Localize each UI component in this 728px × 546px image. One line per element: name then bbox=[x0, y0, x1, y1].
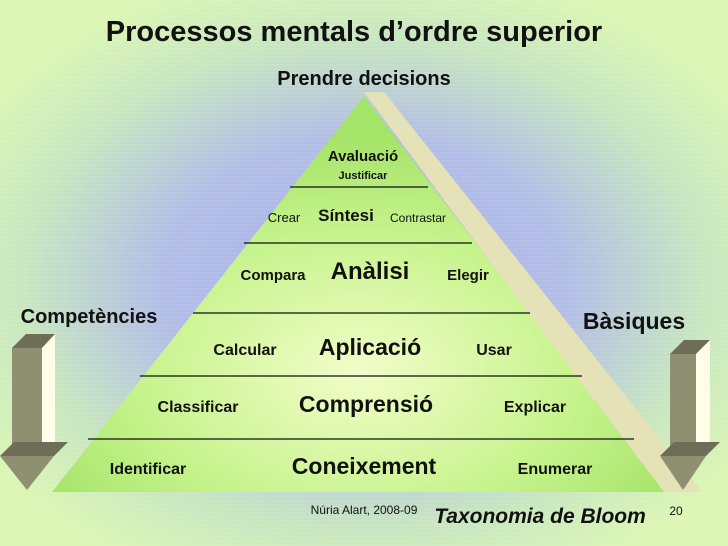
level-right-sintesi: Contrastar bbox=[389, 211, 447, 225]
level-right-comprensio: Explicar bbox=[503, 399, 567, 416]
footer-author: Núria Alart, 2008-09 bbox=[310, 503, 418, 517]
level-right-analisi: Elegir bbox=[447, 267, 489, 284]
level-right-coneixement: Enumerar bbox=[517, 461, 593, 478]
level-name-coneixement: Coneixement bbox=[291, 453, 437, 479]
right-down-arrow-icon bbox=[660, 340, 720, 490]
level-dividers bbox=[88, 186, 634, 440]
level-name-comprensio: Comprensió bbox=[298, 391, 434, 417]
level-name-aplicacio: Aplicació bbox=[318, 334, 422, 360]
right-label: Bàsiques bbox=[582, 308, 686, 334]
level-left-aplicacio: Calcular bbox=[213, 342, 277, 359]
level-name-analisi: Anàlisi bbox=[330, 258, 410, 285]
pyramid-shadow bbox=[364, 92, 702, 492]
level-right-aplicacio: Usar bbox=[476, 342, 512, 359]
left-down-arrow-icon bbox=[0, 334, 68, 490]
level-name-avaluacio: Avaluació bbox=[327, 148, 399, 165]
page-number: 20 bbox=[669, 504, 683, 518]
footer-caption: Taxonomia de Bloom bbox=[434, 505, 646, 528]
pyramid bbox=[52, 96, 664, 492]
level-left-comprensio: Classificar bbox=[157, 399, 239, 416]
level-left-coneixement: Identificar bbox=[109, 461, 187, 478]
level-left-sintesi: Crear bbox=[267, 210, 301, 225]
level-below-avaluacio: Justificar bbox=[338, 170, 388, 182]
level-left-analisi: Compara bbox=[240, 267, 306, 284]
top-label: Prendre decisions bbox=[277, 68, 451, 90]
left-label: Competències bbox=[20, 306, 158, 328]
slide-title: Processos mentals d’ordre superior bbox=[105, 16, 603, 48]
level-name-sintesi: Síntesi bbox=[318, 206, 374, 225]
